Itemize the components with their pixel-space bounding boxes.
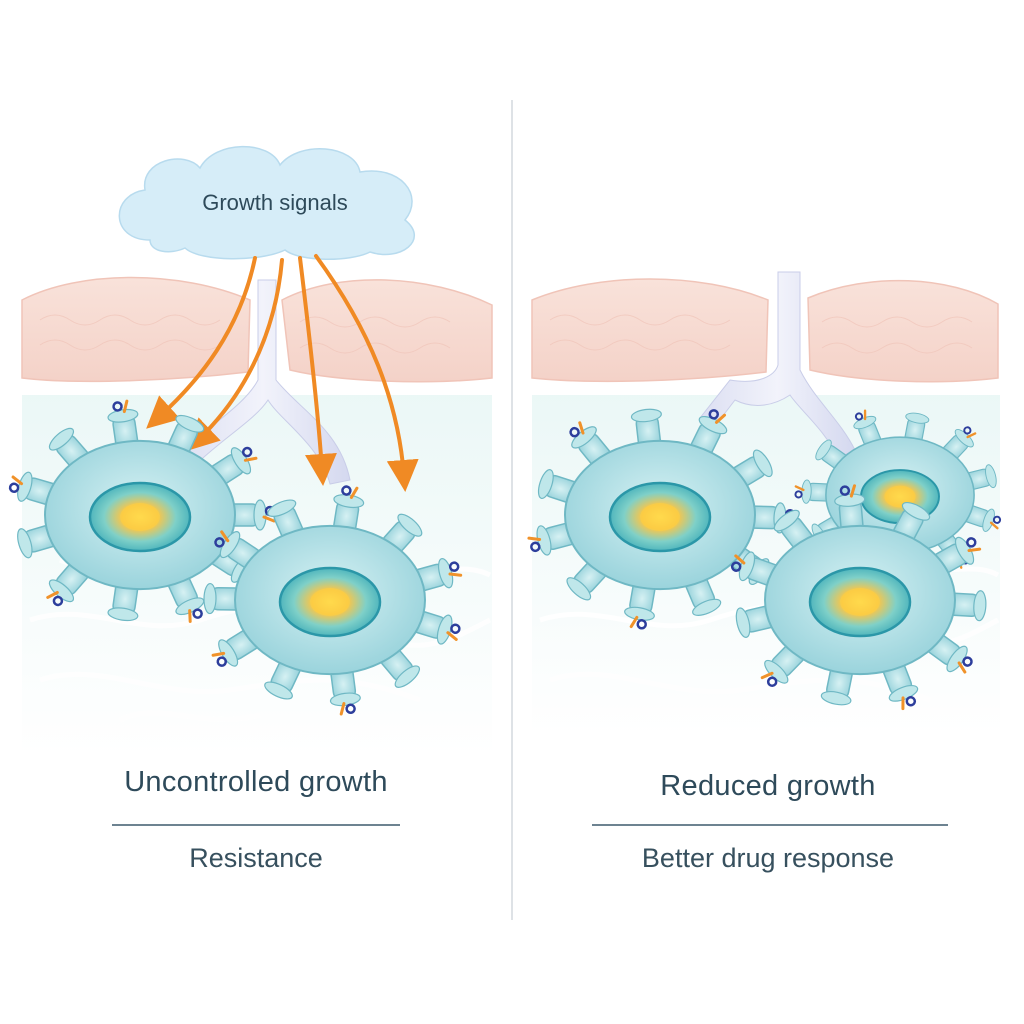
left-cell-front — [203, 485, 463, 716]
receptor-icon — [992, 515, 1002, 524]
receptor-icon — [341, 485, 352, 496]
right-panel-title: Reduced growth — [660, 770, 876, 802]
nucleus-glow — [310, 588, 350, 616]
right-panel-rule — [592, 824, 948, 826]
receptor-icon — [122, 399, 129, 414]
receptor-icon — [241, 446, 253, 458]
signal-arrow-1 — [146, 256, 257, 429]
receptor-icon — [8, 482, 20, 493]
right-vessel — [699, 271, 856, 459]
receptor-icon — [578, 421, 585, 435]
receptor-icon — [339, 702, 346, 716]
left-tissue-layer — [21, 276, 493, 383]
receptor-icon — [112, 401, 123, 412]
signal-arrow-4 — [314, 254, 419, 492]
receptor-icon — [760, 671, 774, 680]
signal-arrows — [146, 254, 419, 492]
receptor-icon — [262, 515, 276, 523]
receptor-icon — [901, 696, 905, 711]
left-panel-subtitle: Resistance — [189, 843, 323, 873]
receptor-icon — [214, 537, 225, 548]
receptor-icon — [636, 619, 647, 630]
receptor-icon — [730, 561, 742, 572]
receptor-icon — [46, 590, 59, 599]
left-panel-title: Uncontrolled growth — [124, 766, 388, 798]
receptor-icon — [963, 426, 972, 435]
receptor-icon — [794, 490, 803, 499]
receptor-icon — [905, 695, 917, 707]
receptor-icon — [863, 409, 867, 421]
receptor-icon — [527, 536, 542, 541]
receptor-icon — [715, 413, 727, 424]
nucleus-glow — [840, 588, 880, 616]
receptor-icon — [854, 412, 864, 421]
cell-protrusion — [730, 551, 782, 587]
cloud-label: Growth signals — [202, 190, 348, 215]
cell-membrane — [8, 399, 276, 623]
receptor-icon — [957, 661, 967, 674]
receptor-icon — [708, 409, 720, 420]
right-cell-front — [730, 484, 987, 711]
receptor-icon — [629, 615, 639, 629]
left-cell-back — [8, 399, 276, 623]
cell-membrane — [730, 484, 987, 711]
receptor-icon — [839, 485, 851, 496]
receptor-icon — [349, 486, 359, 499]
receptor-icon — [734, 554, 746, 565]
nucleus-glow — [640, 503, 680, 531]
receptor-icon — [962, 656, 973, 667]
receptor-icon — [446, 631, 458, 641]
receptor-icon — [345, 703, 356, 715]
signal-arrow-2 — [186, 258, 284, 452]
receptor-icon — [450, 623, 461, 634]
receptor-icon — [448, 572, 463, 577]
receptor-icon — [966, 537, 977, 548]
receptor-icon — [192, 608, 203, 619]
left-panel-rule — [112, 824, 400, 826]
receptor-icon — [766, 676, 778, 688]
right-tissue-layer — [531, 278, 999, 383]
receptor-icon — [211, 651, 226, 657]
receptor-icon — [52, 595, 64, 607]
cell-protrusion — [624, 578, 656, 630]
signal-arrow-3 — [298, 256, 337, 486]
cell-protrusion — [730, 449, 773, 489]
receptor-icon — [448, 561, 460, 572]
receptor-icon — [967, 547, 982, 553]
right-panel-subtitle: Better drug response — [641, 843, 895, 873]
cell-membrane — [203, 485, 463, 716]
receptor-icon — [220, 530, 230, 543]
receptor-icon — [989, 521, 999, 530]
receptor-icon — [966, 432, 977, 439]
receptor-icon — [188, 609, 192, 623]
receptor-icon — [11, 475, 24, 486]
nucleus-glow — [120, 503, 160, 531]
receptor-icon — [216, 656, 228, 667]
receptor-icon — [849, 484, 857, 498]
receptor-icon — [243, 456, 258, 462]
receptor-icon — [794, 485, 805, 492]
receptor-icon — [530, 541, 541, 553]
receptor-icon — [569, 426, 580, 438]
